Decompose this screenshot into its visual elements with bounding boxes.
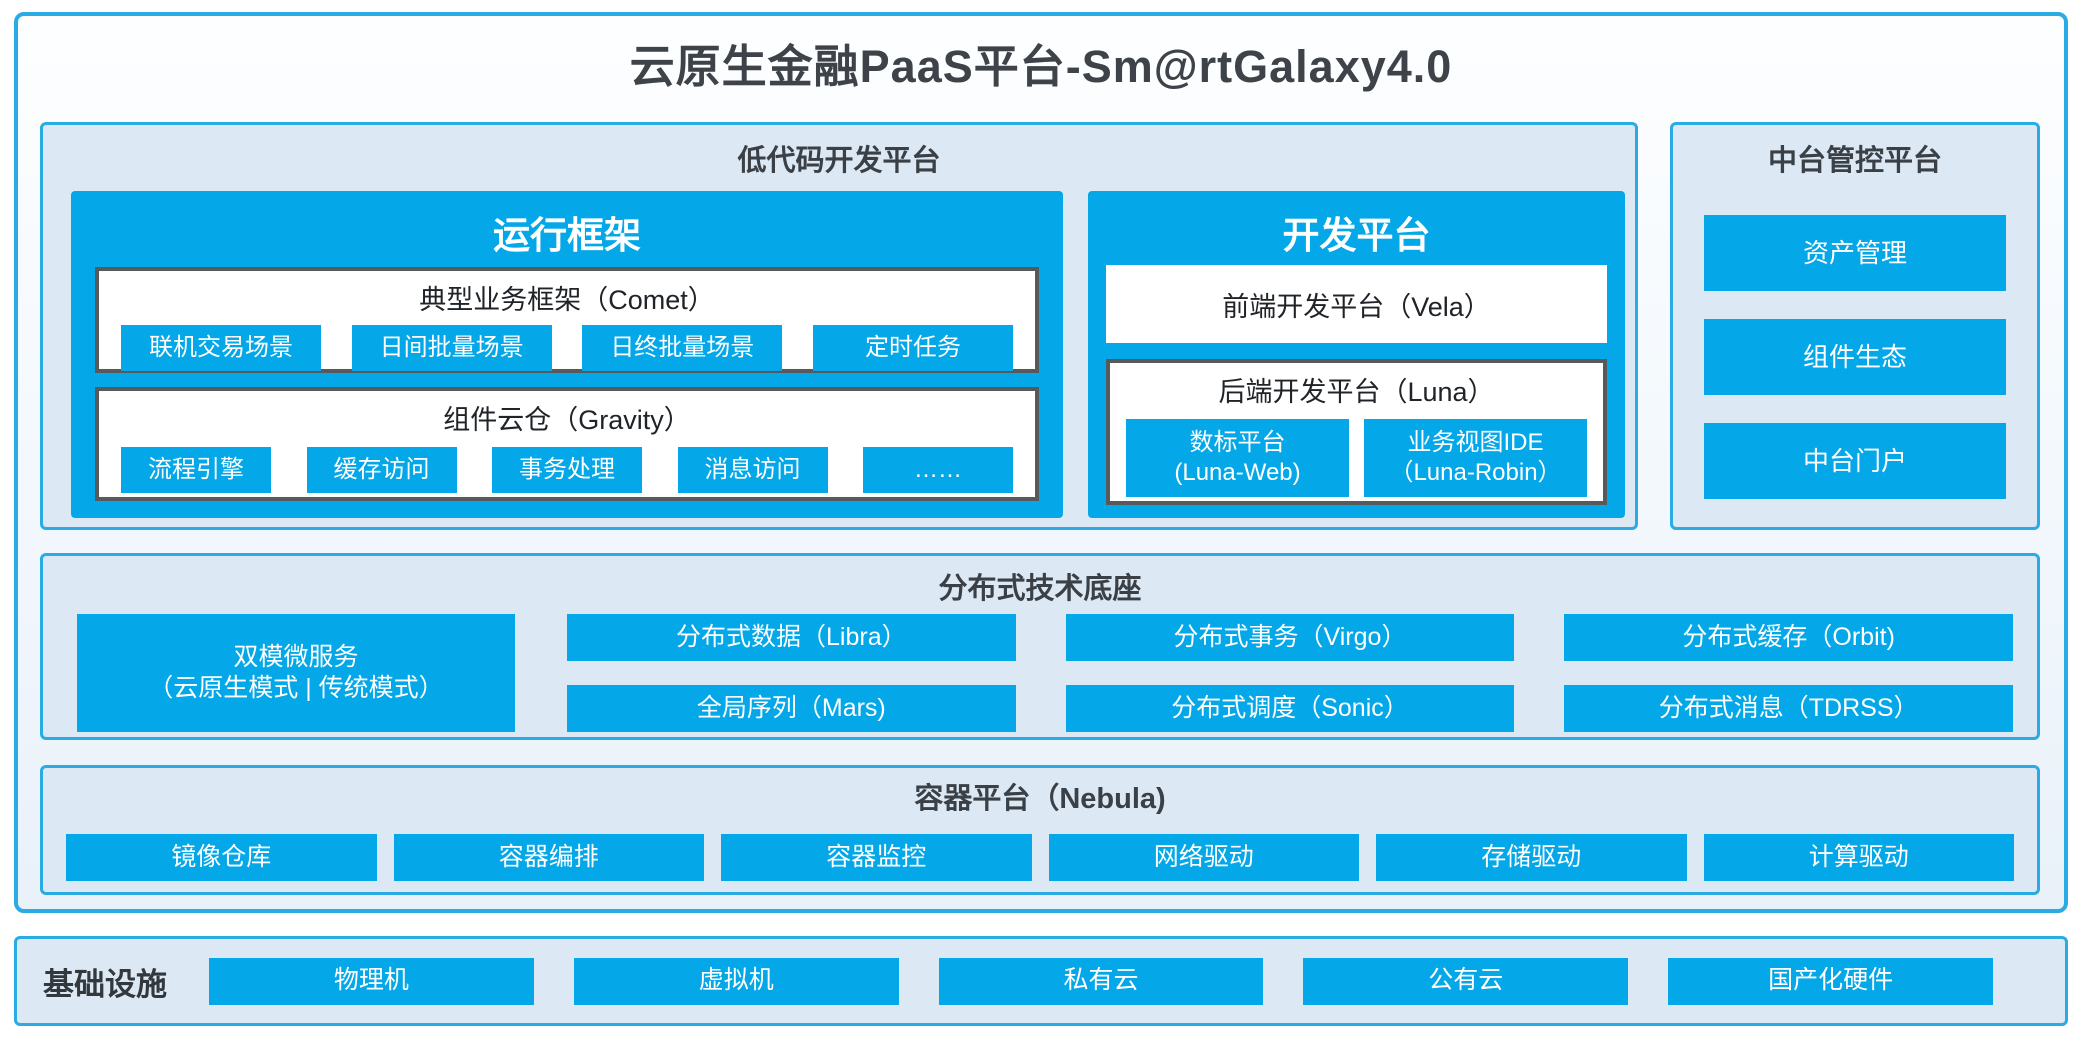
lowcode-platform-panel: 低代码开发平台 运行框架 典型业务框架（Comet） 联机交易场景 日间批量场景… — [40, 122, 1638, 530]
infrastructure-label: 基础设施 — [43, 966, 167, 1002]
block-network-driver: 网络驱动 — [1048, 834, 1359, 881]
vela-frontend-box: 前端开发平台（Vela） — [1106, 265, 1607, 343]
block-online-trading: 联机交易场景 — [121, 325, 321, 371]
container-platform-header: 容器平台（Nebula) — [914, 783, 1166, 815]
luna-robin-line2: （Luna-Robin） — [1389, 459, 1562, 486]
block-private-cloud: 私有云 — [938, 957, 1264, 1005]
block-distributed-messaging: 分布式消息（TDRSS） — [1564, 685, 2013, 732]
distributed-content-row: 双模微服务 （云原生模式 | 传统模式） 分布式数据（Libra） 分布式事务（… — [77, 614, 2013, 732]
midplatform-control-panel: 中台管控平台 资产管理 组件生态 中台门户 — [1670, 122, 2040, 530]
block-scheduled-task: 定时任务 — [812, 325, 1013, 371]
block-ellipsis: …… — [863, 447, 1013, 493]
gravity-warehouse-box: 组件云仓（Gravity） 流程引擎 缓存访问 事务处理 消息访问 …… — [95, 387, 1039, 501]
vela-frontend-label: 前端开发平台（Vela） — [1222, 291, 1491, 322]
container-items-row: 镜像仓库 容器编排 容器监控 网络驱动 存储驱动 计算驱动 — [66, 834, 2014, 881]
luna-web-line1: 数标平台 — [1189, 429, 1286, 456]
block-distributed-transaction: 分布式事务（Virgo） — [1065, 614, 1515, 661]
luna-backend-title: 后端开发平台（Luna） — [1218, 377, 1495, 407]
block-container-orchestration: 容器编排 — [393, 834, 704, 881]
container-platform-panel: 容器平台（Nebula) 镜像仓库 容器编排 容器监控 网络驱动 存储驱动 计算… — [40, 765, 2040, 895]
block-component-ecosystem: 组件生态 — [1704, 319, 2006, 395]
midplatform-items-stack: 资产管理 组件生态 中台门户 — [1673, 215, 2037, 499]
block-global-sequence: 全局序列（Mars) — [567, 685, 1016, 732]
luna-backend-box: 后端开发平台（Luna） 数标平台 (Luna-Web) 业务视图IDE （Lu… — [1106, 359, 1607, 505]
lowcode-platform-header: 低代码开发平台 — [737, 145, 941, 177]
luna-robin-line1: 业务视图IDE — [1407, 429, 1544, 456]
gravity-items-row: 流程引擎 缓存访问 事务处理 消息访问 …… — [121, 447, 1013, 493]
runtime-framework-panel: 运行框架 典型业务框架（Comet） 联机交易场景 日间批量场景 日终批量场景 … — [71, 191, 1063, 518]
dual-mode-line2: （云原生模式 | 传统模式） — [148, 674, 444, 702]
page-title: 云原生金融PaaS平台-Sm@rtGalaxy4.0 — [629, 41, 1453, 92]
comet-items-row: 联机交易场景 日间批量场景 日终批量场景 定时任务 — [121, 325, 1013, 371]
block-eod-batch: 日终批量场景 — [582, 325, 783, 371]
block-midplatform-portal: 中台门户 — [1704, 423, 2006, 499]
infrastructure-bar: 基础设施 物理机 虚拟机 私有云 公有云 国产化硬件 — [14, 936, 2068, 1026]
distributed-base-header: 分布式技术底座 — [938, 573, 1142, 605]
block-asset-management: 资产管理 — [1704, 215, 2006, 291]
block-process-engine: 流程引擎 — [121, 447, 271, 493]
comet-framework-title: 典型业务框架（Comet） — [419, 285, 715, 315]
runtime-framework-header: 运行框架 — [493, 215, 641, 256]
block-intraday-batch: 日间批量场景 — [351, 325, 552, 371]
block-distributed-cache: 分布式缓存（Orbit) — [1564, 614, 2013, 661]
block-virtual-machine: 虚拟机 — [573, 957, 899, 1005]
block-transaction-processing: 事务处理 — [492, 447, 642, 493]
block-distributed-scheduling: 分布式调度（Sonic） — [1065, 685, 1515, 732]
luna-items-row: 数标平台 (Luna-Web) 业务视图IDE （Luna-Robin） — [1126, 419, 1587, 497]
block-message-access: 消息访问 — [677, 447, 828, 493]
block-storage-driver: 存储驱动 — [1376, 834, 1687, 881]
block-physical-machine: 物理机 — [209, 957, 534, 1005]
block-dual-mode-microservice: 双模微服务 （云原生模式 | 传统模式） — [77, 614, 515, 732]
block-compute-driver: 计算驱动 — [1703, 834, 2014, 881]
dev-platform-header: 开发平台 — [1282, 215, 1431, 256]
block-cache-access: 缓存访问 — [306, 447, 457, 493]
block-image-registry: 镜像仓库 — [66, 834, 377, 881]
block-luna-web: 数标平台 (Luna-Web) — [1126, 419, 1349, 497]
distributed-items-grid: 分布式数据（Libra） 分布式事务（Virgo） 分布式缓存（Orbit) 全… — [567, 614, 2013, 732]
midplatform-control-header: 中台管控平台 — [1767, 145, 1942, 177]
luna-web-line2: (Luna-Web) — [1174, 459, 1301, 486]
gravity-warehouse-title: 组件云仓（Gravity） — [443, 405, 691, 435]
comet-framework-box: 典型业务框架（Comet） 联机交易场景 日间批量场景 日终批量场景 定时任务 — [95, 267, 1039, 373]
block-domestic-hardware: 国产化硬件 — [1668, 957, 1993, 1005]
block-container-monitoring: 容器监控 — [721, 834, 1032, 881]
distributed-base-panel: 分布式技术底座 双模微服务 （云原生模式 | 传统模式） 分布式数据（Libra… — [40, 553, 2040, 740]
infrastructure-items-row: 物理机 虚拟机 私有云 公有云 国产化硬件 — [209, 957, 1993, 1005]
block-luna-robin: 业务视图IDE （Luna-Robin） — [1364, 419, 1587, 497]
block-public-cloud: 公有云 — [1303, 957, 1629, 1005]
dev-platform-panel: 开发平台 前端开发平台（Vela） 后端开发平台（Luna） 数标平台 (Lun… — [1088, 191, 1625, 518]
block-distributed-data: 分布式数据（Libra） — [567, 614, 1016, 661]
dual-mode-line1: 双模微服务 — [233, 642, 359, 671]
